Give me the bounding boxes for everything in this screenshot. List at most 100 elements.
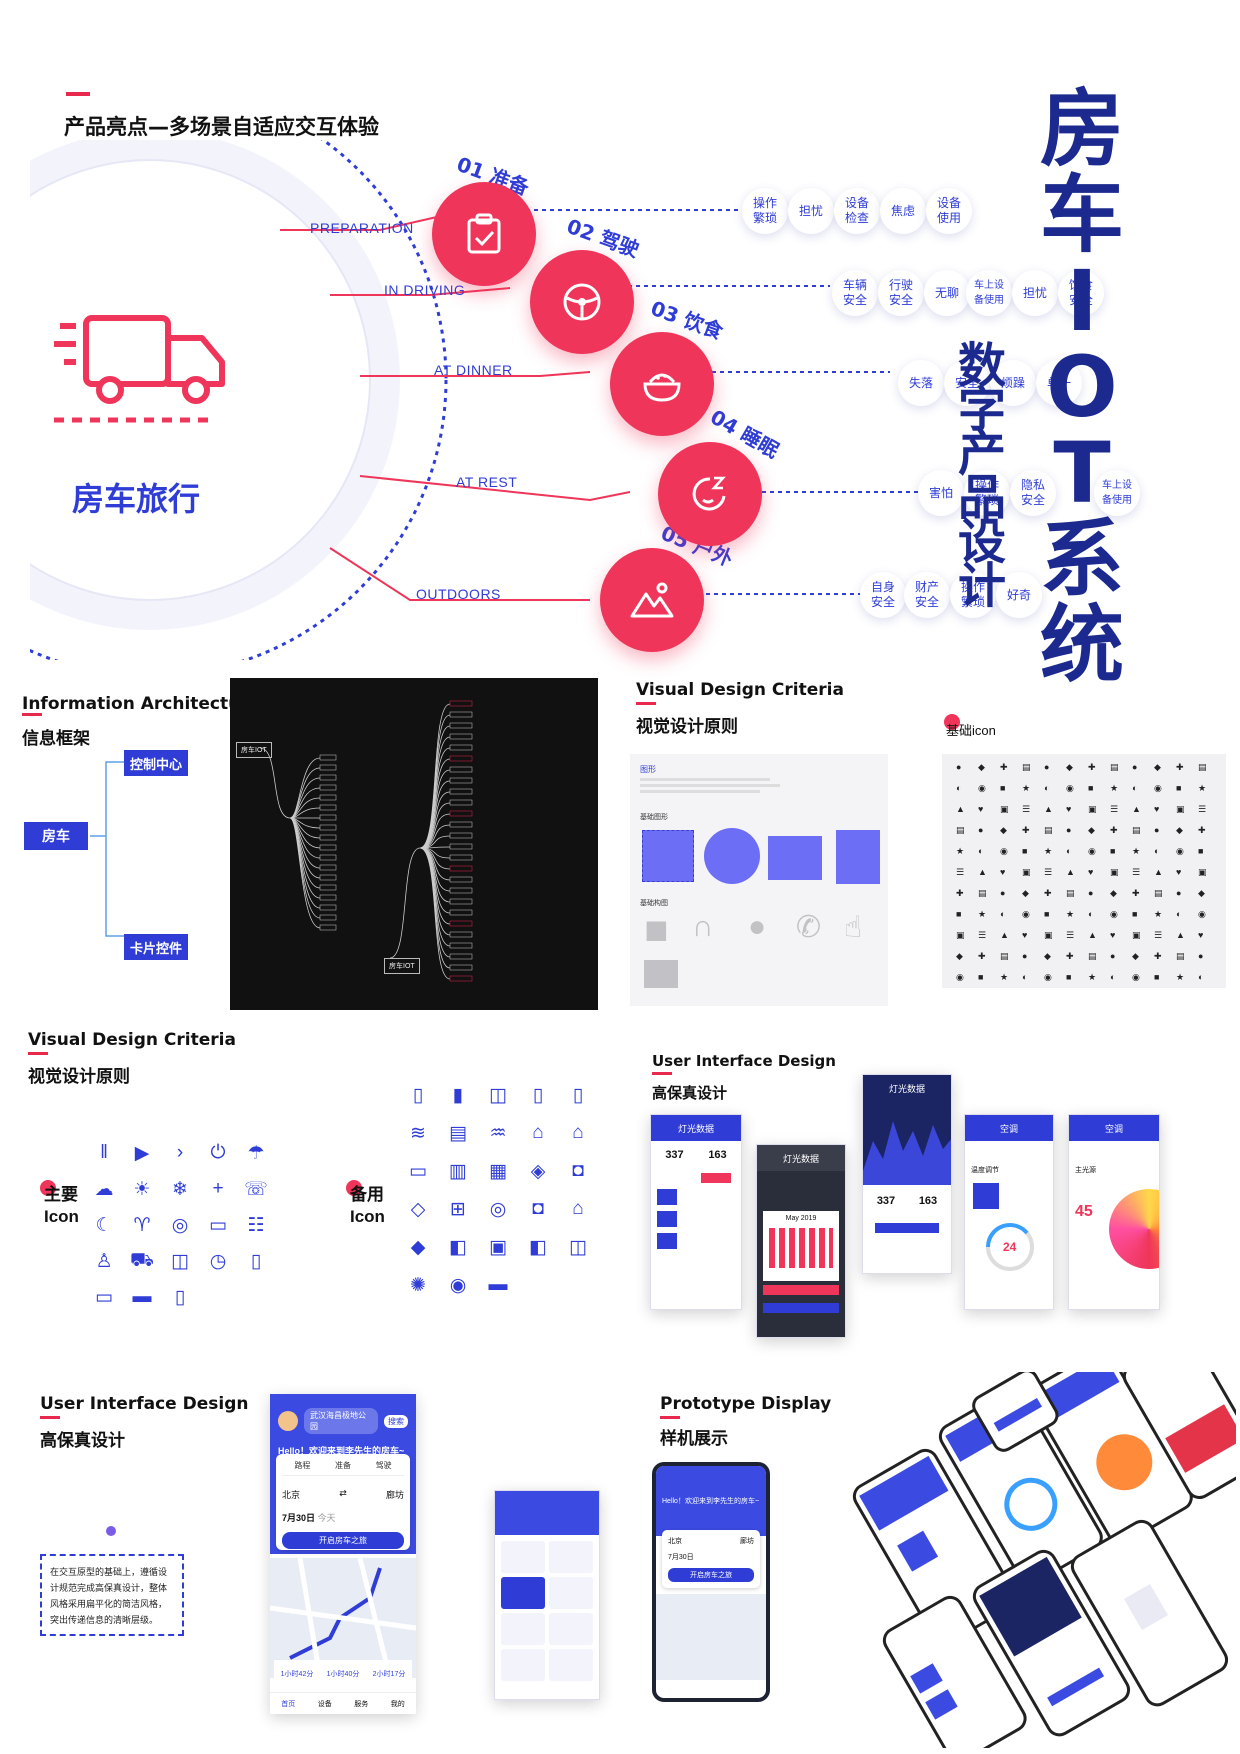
basic-glyph-icon: ▣ (1000, 804, 1009, 814)
track-label-outdoors: OUTDOORS (416, 586, 501, 602)
basic-glyph-icon: ◆ (1044, 951, 1051, 961)
main-icons-item-icon: ▬ (132, 1286, 152, 1308)
basic-glyph-icon: ☰ (1198, 804, 1207, 814)
basic-glyph-icon: ★ (1044, 846, 1053, 856)
location-chip[interactable]: 武汉海昌极地公园 (304, 1408, 378, 1434)
bubble-prep-4: 焦虑 (880, 188, 926, 234)
bubble-rest-4: 车上设备使用 (1094, 470, 1140, 516)
device-card[interactable] (501, 1649, 545, 1681)
spare-icons-item-icon: ✺ (410, 1275, 426, 1296)
device-card[interactable] (549, 1541, 593, 1573)
spare-icons-item-icon: ◆ (410, 1237, 426, 1258)
device-card[interactable] (549, 1613, 593, 1645)
basic-glyph-icon: ◐ (1198, 972, 1204, 982)
tab-drive[interactable]: 驾驶 (375, 1461, 392, 1470)
vdc2-title-en: Visual Design Criteria (28, 1030, 236, 1050)
vdc2-title-cn: 视觉设计原则 (28, 1067, 130, 1087)
basic-glyph-icon: ◆ (1110, 888, 1117, 898)
swap-icon[interactable]: ⇄ (339, 1488, 347, 1498)
graphic-spec-sheet: 图形 基础图形 基础构图 ◼ ∩ ● ✆ ☝ (630, 754, 888, 1006)
basic-glyph-icon: ✚ (1022, 825, 1030, 835)
basic-glyph-icon: ★ (1066, 909, 1075, 919)
basic-glyph-icon: ● (1000, 888, 1006, 898)
basic-glyph-icon: ● (1066, 825, 1072, 835)
basic-glyph-icon: ◉ (1022, 909, 1030, 919)
to-city[interactable]: 廊坊 (385, 1490, 404, 1500)
nav-device[interactable]: 设备 (317, 1700, 332, 1708)
basic-glyph-icon: ◐ (1044, 783, 1050, 793)
basic-glyph-icon: ▤ (956, 825, 965, 835)
main-icons-item-icon: ▭ (209, 1215, 227, 1237)
thumbs-up-icon: ☝ (844, 911, 863, 944)
basic-glyph-icon: ● (1110, 951, 1116, 961)
title-accent-bar (66, 92, 90, 96)
nav-mine[interactable]: 我的 (390, 1700, 405, 1708)
clipboard-check-icon (467, 213, 501, 254)
basic-glyph-icon: ■ (1176, 783, 1182, 793)
basic-glyph-icon: ◆ (1022, 888, 1029, 898)
trip-date[interactable]: 7月30日 (282, 1513, 316, 1523)
basic-glyph-icon: ★ (1022, 783, 1031, 793)
main-icons-item-icon: ▭ (95, 1287, 113, 1309)
proto-title-cn: 样机展示 (660, 1429, 728, 1449)
basic-glyph-icon: ◆ (1000, 825, 1007, 835)
bubble-drive-5: 担忧 (1012, 270, 1058, 316)
image-icon (644, 960, 678, 988)
tab-route[interactable]: 路程 (294, 1461, 311, 1470)
main-icons-item-icon: ◎ (171, 1215, 189, 1237)
start-trip-button[interactable]: 开启房车之旅 (282, 1532, 404, 1549)
spare-icons-item-icon: ◧ (529, 1237, 547, 1258)
basic-glyph-icon: ◆ (956, 951, 963, 961)
temp-value: 24 (1003, 1240, 1017, 1254)
prototype-phone: Hello！欢迎来到李先生的房车~ 北京廊坊 7月30日 开启房车之旅 (652, 1462, 770, 1702)
bubble-drive-4: 车上设备使用 (966, 270, 1012, 316)
basic-glyph-icon: ◉ (978, 783, 986, 793)
basic-glyph-icon: ▤ (1176, 951, 1185, 961)
basic-glyph-icon: ● (1176, 888, 1182, 898)
device-card[interactable] (549, 1649, 593, 1681)
spare-icons-item-icon: ◘ (572, 1160, 584, 1181)
shape-square (642, 830, 694, 882)
basic-glyph-icon: ◉ (1198, 909, 1206, 919)
ui2-description: 在交互原型的基础上，遵循设计规范完成高保真设计，整体风格采用扁平化的简洁风格，突… (40, 1554, 184, 1636)
main-icons-item-icon: ▯ (174, 1287, 186, 1309)
basic-glyph-icon: ■ (1044, 909, 1050, 919)
basic-glyph-icon: ▲ (1154, 867, 1163, 877)
steering-wheel-icon (563, 283, 601, 321)
device-card[interactable] (501, 1613, 545, 1645)
tab-prepare[interactable]: 准备 (334, 1461, 351, 1470)
device-card[interactable] (501, 1541, 545, 1573)
device-card[interactable] (549, 1577, 593, 1609)
main-icons-item-icon: ‖ (100, 1142, 108, 1163)
mindmap-panel: 房车IOT 房车IOT (230, 678, 598, 1010)
basic-glyph-icon: ✚ (1066, 951, 1074, 961)
from-city[interactable]: 北京 (282, 1490, 301, 1500)
basic-glyph-icon: ✚ (956, 888, 964, 898)
basic-glyph-icon: ◉ (1000, 846, 1008, 856)
map-view[interactable] (270, 1558, 416, 1678)
nav-home[interactable]: 首页 (281, 1700, 296, 1708)
basic-glyph-icon: ☰ (978, 930, 987, 940)
basic-glyph-icon: ★ (978, 909, 987, 919)
hero-diagram (30, 140, 920, 660)
basic-glyph-icon: ◐ (1022, 972, 1028, 982)
device-card[interactable] (501, 1577, 545, 1609)
basic-glyph-icon: ● (1132, 762, 1138, 772)
shape-circle (704, 828, 760, 884)
basic-glyph-icon: ▣ (1198, 867, 1207, 877)
nav-service[interactable]: 服务 (354, 1700, 369, 1708)
spare-icons-item-icon: ▯ (532, 1085, 544, 1106)
basic-glyph-icon: ☰ (1154, 930, 1163, 940)
ui2-title-en: User Interface Design (40, 1394, 249, 1414)
bubble-prep-1: 操作繁琐 (742, 188, 788, 234)
phone-icon: ✆ (796, 911, 822, 944)
basic-glyph-icon: ★ (956, 846, 965, 856)
bubble-out-4: 好奇 (996, 572, 1042, 618)
search-button[interactable]: 搜索 (384, 1414, 408, 1428)
ia-tree-lines (90, 761, 124, 937)
spare-icons-item-icon: ▭ (409, 1161, 427, 1182)
spare-icons-item-icon: ▣ (489, 1237, 507, 1258)
basic-glyph-icon: ◆ (1132, 951, 1139, 961)
basic-glyph-icon: ◉ (1110, 909, 1118, 919)
mindmap-root-a: 房车IOT (236, 742, 272, 758)
